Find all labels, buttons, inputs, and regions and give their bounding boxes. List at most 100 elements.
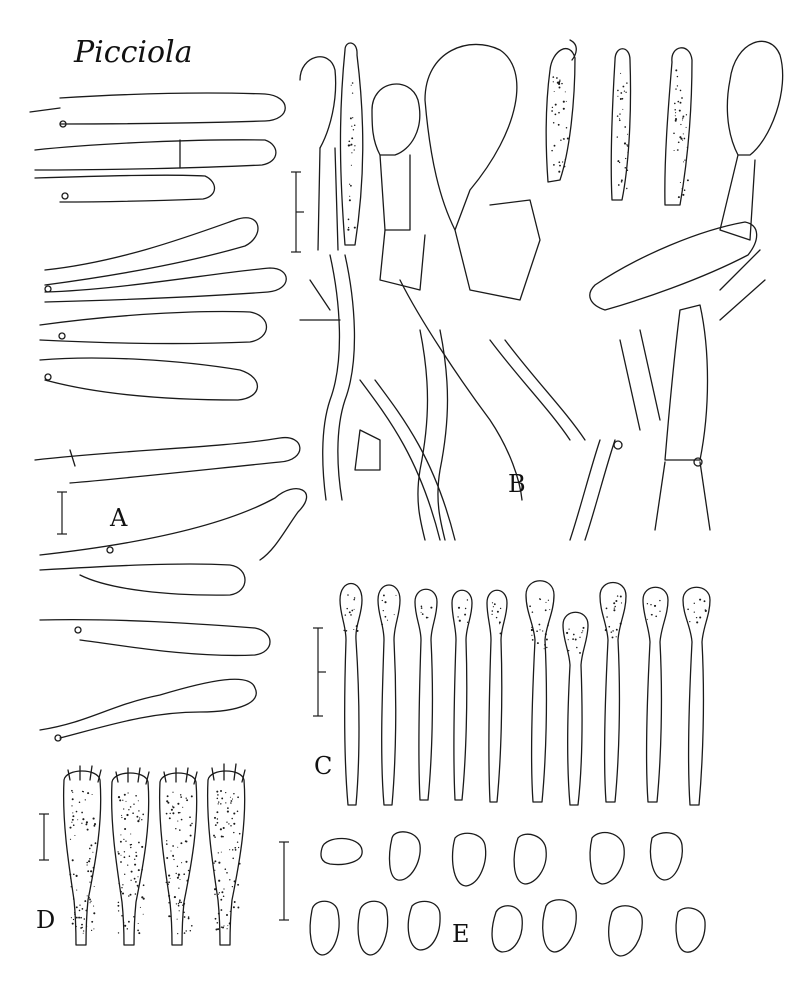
granule-dot [581, 632, 583, 634]
granule-dot [189, 834, 192, 837]
granule-dot [128, 855, 131, 858]
granule-dot [231, 885, 234, 888]
granule-dot [572, 638, 574, 640]
granule-dot [703, 600, 706, 603]
granule-dot [679, 181, 681, 184]
granule-dot [141, 896, 144, 899]
granule-dot [500, 639, 502, 641]
granule-dot [620, 72, 622, 74]
granule-dot [119, 799, 122, 802]
granule-dot [72, 815, 75, 818]
granule-dot [604, 629, 607, 632]
granule-dot [165, 843, 168, 845]
granule-dot [617, 89, 619, 92]
granule-dot [130, 870, 133, 873]
granule-dot [627, 151, 629, 153]
granule-dot [493, 603, 496, 606]
granule-dot [71, 922, 74, 925]
granule-dot [216, 811, 219, 814]
granule-dot [496, 610, 499, 613]
panel-b-tissue: B [291, 39, 784, 541]
granule-dot [186, 879, 189, 882]
granule-dot [536, 630, 538, 633]
granule-dot [88, 897, 90, 899]
granule-dot [215, 928, 218, 931]
granule-dot [674, 118, 678, 121]
granule-dot [168, 915, 171, 918]
granule-dot [345, 629, 348, 632]
granule-dot [85, 823, 88, 826]
granule-dot [457, 606, 461, 609]
granule-dot [135, 851, 137, 854]
granule-dot [75, 916, 78, 919]
granule-dot [127, 792, 129, 794]
granule-dot [82, 932, 84, 934]
granule-dot [231, 798, 234, 800]
granule-dot [425, 616, 428, 619]
granule-dot [74, 834, 76, 837]
granule-dot [119, 840, 122, 843]
granule-dot [678, 109, 681, 112]
granule-dot [619, 113, 621, 115]
granule-dot [117, 852, 120, 855]
granule-dot [175, 903, 178, 905]
granule-dot [227, 807, 229, 809]
granule-dot [217, 852, 219, 854]
granule-dot [88, 847, 91, 850]
granule-dot [177, 902, 180, 905]
panel-label-d: D [36, 906, 55, 934]
granule-dot [168, 874, 171, 877]
plate-title: Picciola [73, 35, 193, 70]
granule-dot [220, 909, 223, 911]
granule-dot [225, 791, 227, 794]
granule-dot [236, 841, 239, 843]
granule-dot [681, 188, 683, 190]
granule-dot [214, 888, 217, 891]
granule-dot [237, 906, 240, 909]
granule-dot [71, 798, 74, 801]
granule-dot [72, 791, 74, 793]
granule-dot [216, 797, 219, 800]
granule-dot [499, 607, 502, 610]
granule-dot [579, 651, 581, 654]
granule-dot [70, 917, 72, 919]
granule-dot [682, 133, 684, 135]
granule-dot [76, 889, 78, 891]
granule-dot [567, 639, 569, 641]
granule-dot [75, 810, 78, 813]
granule-dot [86, 925, 88, 927]
granule-dot [233, 901, 236, 903]
granule-dot [626, 144, 628, 146]
granule-dot [574, 638, 577, 641]
granule-dot [547, 623, 549, 625]
granule-dot [222, 835, 224, 838]
granule-dot [558, 111, 560, 114]
granule-dot [349, 183, 351, 185]
granule-dot [353, 124, 356, 126]
granule-dot [137, 922, 139, 925]
granule-dot [566, 631, 569, 635]
granule-dot [395, 594, 397, 596]
granule-dot [677, 141, 680, 144]
granule-dot [177, 811, 180, 814]
granule-dot [185, 860, 188, 863]
granule-dot [677, 100, 680, 103]
panel-label-a: A [109, 504, 128, 532]
granule-dot [130, 833, 132, 835]
granule-dot [347, 218, 350, 221]
granule-dot [72, 918, 75, 921]
granule-dot [233, 822, 236, 825]
granule-dot [382, 609, 384, 612]
granule-dot [544, 609, 547, 612]
granule-dot [381, 623, 383, 626]
granule-dot [547, 624, 549, 627]
granule-dot [168, 901, 171, 904]
granule-dot [619, 595, 622, 598]
granule-dot [553, 91, 555, 92]
granule-dot [562, 100, 565, 103]
granule-dot [231, 849, 234, 851]
granule-dot [179, 794, 182, 796]
granule-dot [353, 628, 355, 631]
granule-dot [554, 113, 557, 116]
granule-dot [542, 630, 544, 632]
